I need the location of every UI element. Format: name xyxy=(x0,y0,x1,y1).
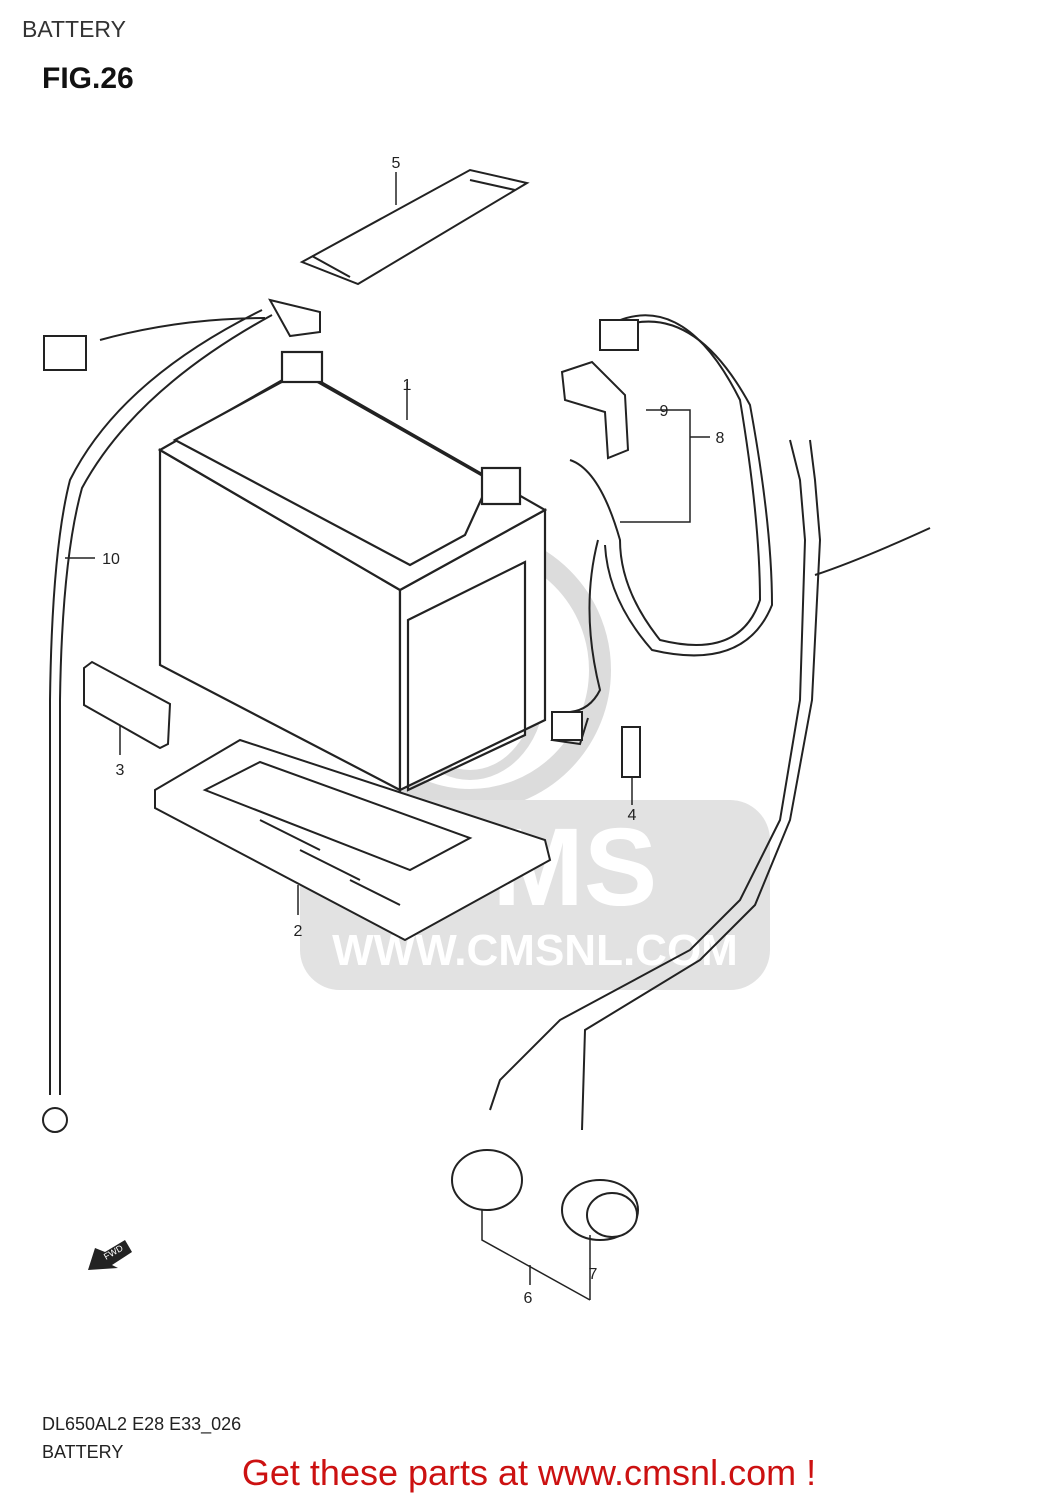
callout-3: 3 xyxy=(116,762,125,779)
figure-label: FIG.26 xyxy=(42,62,134,95)
callout-8: 8 xyxy=(716,430,725,447)
shop-link[interactable]: Get these parts at www.cmsnl.com ! xyxy=(241,1452,817,1493)
battery-cable-10 xyxy=(42,298,321,1133)
footer-title: BATTERY xyxy=(42,1442,124,1462)
callout-4: 4 xyxy=(628,807,637,824)
small-part-4 xyxy=(621,726,641,778)
callout-5: 5 xyxy=(392,155,401,172)
wiring-harness xyxy=(451,439,931,1241)
battery-tray xyxy=(154,738,552,942)
battery-cable-8 xyxy=(550,314,774,746)
battery xyxy=(157,350,548,792)
section-title: BATTERY xyxy=(22,16,126,42)
battery-strap xyxy=(299,168,530,286)
callout-6: 6 xyxy=(524,1290,533,1307)
callout-9: 9 xyxy=(660,403,669,420)
callout-10: 10 xyxy=(102,551,120,568)
terminal-cap xyxy=(560,360,630,460)
callout-7: 7 xyxy=(589,1266,598,1283)
label-sticker xyxy=(83,660,172,750)
fwd-arrow-icon: FWD xyxy=(88,1240,132,1270)
callout-1: 1 xyxy=(403,377,412,394)
callout-2: 2 xyxy=(294,923,303,940)
model-code: DL650AL2 E28 E33_026 xyxy=(42,1414,242,1434)
